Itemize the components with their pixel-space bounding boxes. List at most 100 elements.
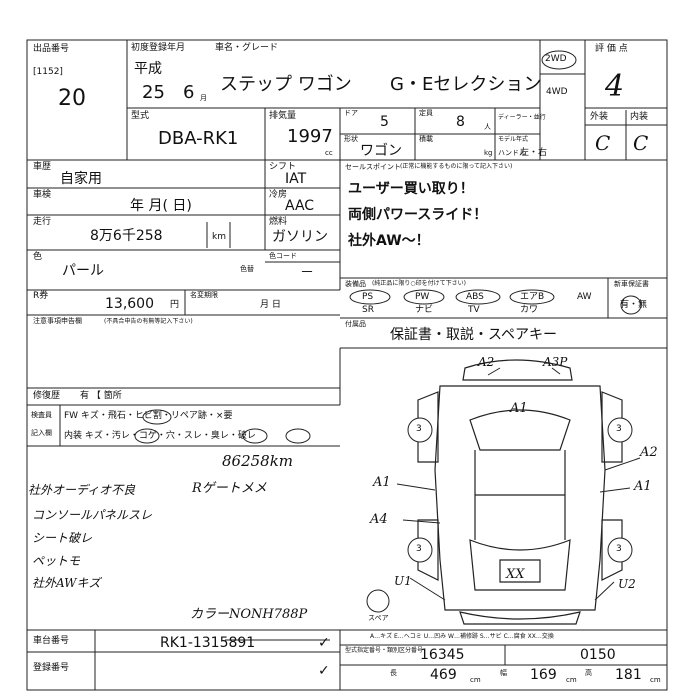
sales-label: セールスポイント xyxy=(345,163,401,171)
shift-label: シフト xyxy=(269,162,297,172)
color-value: パール xyxy=(62,263,104,279)
repair-value: 有 【 箇所 xyxy=(80,391,122,401)
mark-u1: U1 xyxy=(394,574,412,588)
equip-aw: AW xyxy=(577,292,592,302)
load-unit: kg xyxy=(484,149,493,157)
width-unit: cm xyxy=(566,676,577,684)
month-unit: 月 xyxy=(200,94,207,102)
drive-2wd: 2WD xyxy=(545,54,567,64)
hw-note-1: 社外オーディオ不良 xyxy=(28,483,136,497)
accessories-value: 保証書・取説・スペアキー xyxy=(390,327,558,343)
equip-abs: ABS xyxy=(466,292,484,302)
model-year-label: モデル年式 xyxy=(498,136,529,143)
equip-sr: SR xyxy=(362,305,374,315)
wheel-fr: 3 xyxy=(616,424,622,434)
inspector-label-2: 記入欄 xyxy=(31,429,52,437)
inspection-label: 車検 xyxy=(33,190,52,200)
body-type: ワゴン xyxy=(360,143,402,159)
mark-a3p: A3P xyxy=(543,355,568,369)
model-code: DBA-RK1 xyxy=(158,128,239,149)
sales-line-3: 社外AW～！ xyxy=(348,233,430,249)
color-code-label: 色コード xyxy=(269,252,297,260)
chassis-check: ✓ xyxy=(318,635,330,651)
ac-label: 冷房 xyxy=(269,190,288,200)
mark-a2-right: A2 xyxy=(640,445,658,460)
drive-2wd-circle xyxy=(541,50,577,70)
body-label: 形状 xyxy=(344,135,358,143)
mark-a2-top: A2 xyxy=(478,355,495,369)
equip-airbag: エアB xyxy=(520,292,545,302)
ext-grade: C xyxy=(595,131,611,155)
history-label: 車歴 xyxy=(33,162,52,172)
name-grade-label: 車名・グレード xyxy=(215,43,279,53)
displacement-label: 排気量 xyxy=(269,111,297,121)
accessories-label: 付属品 xyxy=(345,320,366,328)
equipment-label: 装備品 xyxy=(345,280,366,288)
inspector-label-1: 検査員 xyxy=(31,411,52,419)
mark-a1-right: A1 xyxy=(634,479,652,494)
displacement: 1997 xyxy=(287,126,333,147)
history-value: 自家用 xyxy=(60,171,102,187)
mileage-unit: km xyxy=(212,232,226,242)
sales-line-2: 両側パワースライド！ xyxy=(348,207,488,223)
capacity-label: 定員 xyxy=(419,109,433,117)
width-value: 169 xyxy=(530,667,557,683)
recycle-unit: 円 xyxy=(170,300,180,310)
ac-value: AAC xyxy=(285,198,315,214)
notes-sub: (不具合申告の有無等記入下さい) xyxy=(104,318,193,325)
ext-label: 外装 xyxy=(590,112,609,122)
width-label: 幅 xyxy=(500,669,507,677)
equipment-sub: (純正品に限り○印を付けて下さい) xyxy=(372,280,466,287)
hw-note-4: ペットモ xyxy=(32,554,81,568)
lot-label: 出品番号 xyxy=(33,44,70,54)
recycle-value: 13,600 xyxy=(105,296,154,312)
equip-pw: PW xyxy=(415,292,430,302)
score-value: 4 xyxy=(605,69,625,104)
dealer-label: ディーラー・並行 xyxy=(498,114,546,121)
hw-mileage-note: 86258km xyxy=(222,452,294,470)
length-label: 長 xyxy=(390,669,397,677)
inspector-row-2: 内装 キズ・汚レ・コゲ・穴・スレ・臭レ・破レ xyxy=(64,431,256,441)
drive-4wd: 4WD xyxy=(546,87,568,97)
wheel-rl: 3 xyxy=(416,544,422,554)
spare-label: スペア xyxy=(368,614,389,622)
mileage-label: 走行 xyxy=(33,217,52,227)
damage-legend: A…キズ E…ヘコミ U…凹み W…補修跡 S…サビ C…腐食 XX…交換 xyxy=(370,633,554,640)
reg-label: 登録番号 xyxy=(33,663,70,673)
color-code-value: － xyxy=(300,265,314,281)
int-grade: C xyxy=(633,131,649,155)
inspector-row-1: FW キズ・飛石・ヒビ割・リペア跡・×要 xyxy=(64,411,233,421)
sales-sub: (正常に機能するものに限って記入下さい) xyxy=(400,163,513,170)
chassis-label: 車台番号 xyxy=(33,636,70,646)
model-label: 型式 xyxy=(131,111,150,121)
new-car-label: 新車保証書 xyxy=(614,280,649,288)
handle-label: ハンドル xyxy=(498,149,526,157)
height-value: 181 xyxy=(615,667,642,683)
mark-u2: U2 xyxy=(618,577,636,591)
hw-note-right: Rゲートメメ xyxy=(192,481,267,496)
wheel-fl: 3 xyxy=(416,424,422,434)
height-unit: cm xyxy=(650,676,661,684)
wheel-rr: 3 xyxy=(616,544,622,554)
reg-check: ✓ xyxy=(318,663,330,679)
ownership-label: 名変期限 xyxy=(190,291,218,299)
class-no: 0150 xyxy=(580,647,616,663)
hw-note-2: コンソールパネルスレ xyxy=(32,508,153,522)
car-name: ステップ ワゴン xyxy=(220,74,352,95)
length-value: 469 xyxy=(430,667,457,683)
lot-number: 20 xyxy=(58,86,86,111)
mark-a1-hood: A1 xyxy=(510,401,528,416)
equip-leather: カワ xyxy=(520,305,539,315)
era: 平成 xyxy=(134,61,162,77)
dims-title: 型式指定番号・類別区分番号 xyxy=(345,647,424,654)
equip-ps: PS xyxy=(362,292,374,302)
score-label: 評 価 点 xyxy=(595,44,628,54)
handle-value: 左・右 xyxy=(520,148,548,158)
fuel-value: ガソリン xyxy=(272,229,328,245)
ownership-value: 月 日 xyxy=(260,300,281,310)
sales-line-1: ユーザー買い取り！ xyxy=(348,181,474,197)
capacity: 8 xyxy=(456,114,465,130)
doors-label: ドア xyxy=(344,109,358,117)
